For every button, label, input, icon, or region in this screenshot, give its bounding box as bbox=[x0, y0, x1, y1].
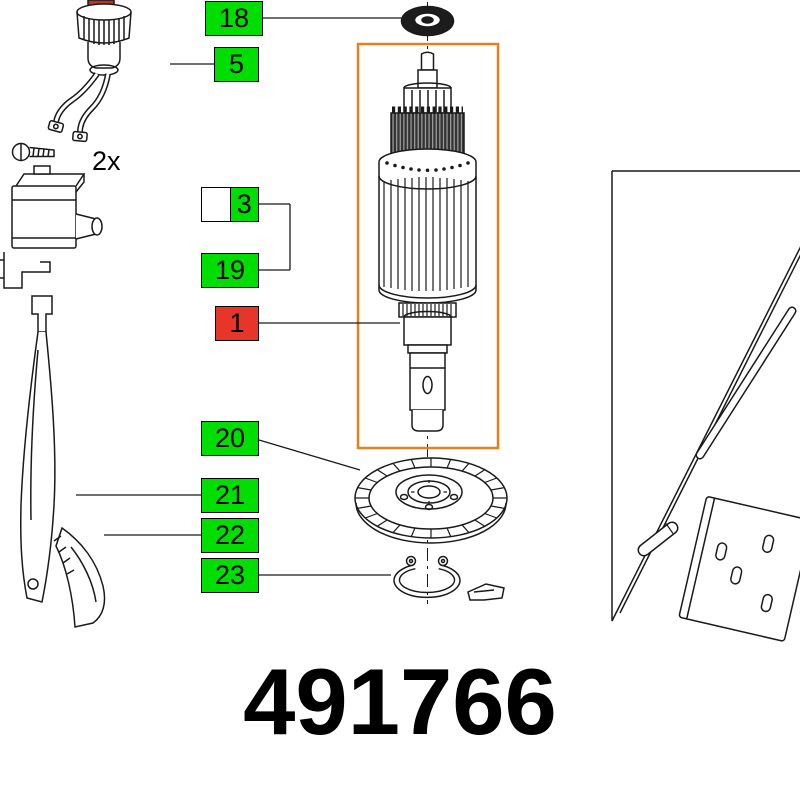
bearing-drawing bbox=[400, 5, 455, 37]
callout-18[interactable]: 18 bbox=[205, 1, 263, 36]
callout-20-label: 20 bbox=[214, 423, 246, 453]
callout-22-label: 22 bbox=[214, 520, 246, 550]
callout-3-label-wrap: 3 bbox=[229, 188, 258, 221]
armature-drawing bbox=[378, 51, 477, 432]
brush-cap-drawing bbox=[47, 0, 132, 143]
angle-guide-drawing bbox=[611, 170, 800, 642]
callout-19[interactable]: 19 bbox=[201, 253, 259, 288]
clip-plate-drawing bbox=[467, 583, 505, 601]
callout-5[interactable]: 5 bbox=[214, 47, 259, 82]
callout-23[interactable]: 23 bbox=[201, 558, 259, 593]
callout-23-label: 23 bbox=[214, 560, 246, 590]
switch-drawing bbox=[0, 165, 103, 289]
callout-leader-lines bbox=[76, 17, 404, 576]
callout-21[interactable]: 21 bbox=[201, 478, 259, 513]
callout-1-label: 1 bbox=[229, 308, 245, 338]
part-number: 491766 bbox=[243, 649, 557, 754]
callout-22[interactable]: 22 bbox=[201, 518, 259, 553]
lever-drawing bbox=[20, 295, 56, 603]
callout-20[interactable]: 20 bbox=[201, 421, 259, 456]
pawl-drawing bbox=[53, 526, 106, 628]
callout-5-label: 5 bbox=[228, 49, 245, 79]
callout-19-label: 19 bbox=[214, 255, 246, 285]
callout-3-label: 3 bbox=[236, 189, 252, 219]
callout-21-label: 21 bbox=[214, 480, 246, 510]
callout-3[interactable]: 3 bbox=[201, 187, 259, 222]
callout-3-blank bbox=[202, 188, 230, 221]
screw-drawing bbox=[11, 142, 55, 162]
highlight-box bbox=[356, 42, 500, 450]
callout-1[interactable]: 1 bbox=[215, 306, 259, 341]
circlip-drawing bbox=[393, 555, 461, 599]
callout-18-label: 18 bbox=[218, 3, 250, 33]
quantity-note: 2x bbox=[92, 146, 121, 176]
fan-drawing bbox=[354, 457, 508, 544]
